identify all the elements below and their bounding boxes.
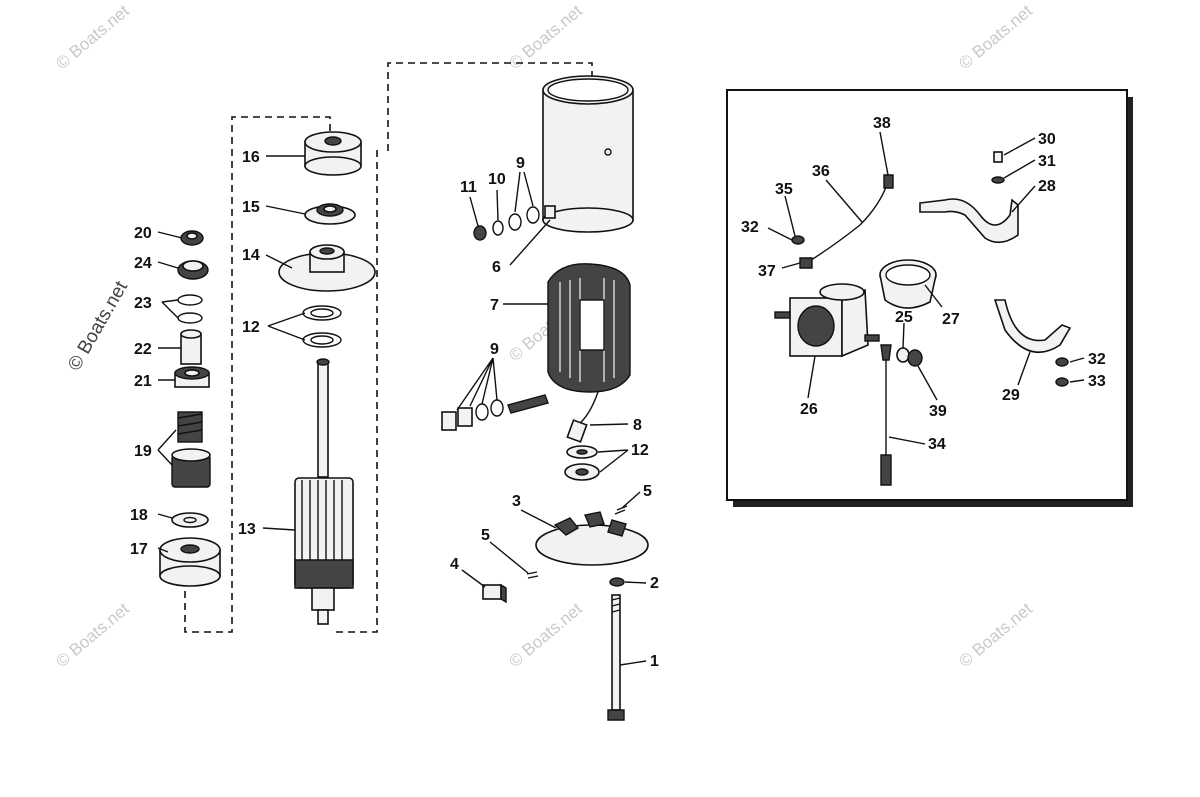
- callout-33: 33: [1088, 373, 1106, 390]
- part-23-rings: [177, 294, 203, 324]
- part-9-insulators: [441, 394, 549, 431]
- callout-28: 28: [1038, 178, 1056, 195]
- callout-29: 29: [1002, 387, 1020, 404]
- callout-25: 25: [895, 309, 913, 326]
- callout-6: 6: [492, 259, 501, 276]
- part-12-washers-lower: [564, 445, 600, 481]
- part-1-through-bolt: [607, 594, 625, 721]
- callout-15: 15: [242, 199, 260, 216]
- callout-17: 17: [130, 541, 148, 558]
- part-2-nut: [609, 577, 625, 587]
- part-16-cap: [304, 131, 362, 176]
- callout-7: 7: [490, 297, 499, 314]
- part-7-field-coils: [547, 263, 631, 393]
- part-34-cable: [880, 344, 892, 486]
- watermark-vertical: © Boats.net: [64, 277, 132, 374]
- callout-16: 16: [242, 149, 260, 166]
- leader-lines: [157, 131, 1085, 666]
- callout-5-upper: 5: [643, 483, 652, 500]
- part-30-31-screw: [991, 151, 1005, 184]
- callout-12-lower: 12: [631, 442, 649, 459]
- callout-19: 19: [134, 443, 152, 460]
- part-19-drive-gear: [171, 411, 211, 488]
- callout-32-right: 32: [1088, 351, 1106, 368]
- callout-21: 21: [134, 373, 152, 390]
- watermark: © Boats.net: [52, 599, 133, 671]
- part-6-frame: [542, 75, 634, 233]
- callout-9-upper: 9: [516, 155, 525, 172]
- part-28-bracket: [919, 198, 1019, 244]
- part-22-sleeve: [180, 329, 202, 365]
- part-38-36-37-cable: [799, 174, 894, 269]
- watermark: © Boats.net: [955, 1, 1036, 73]
- callout-1: 1: [650, 653, 659, 670]
- callout-36: 36: [812, 163, 830, 180]
- callout-32-left: 32: [741, 219, 759, 236]
- part-4-brush: [482, 583, 507, 604]
- part-14-end-plate: [278, 244, 376, 292]
- callout-27: 27: [942, 311, 960, 328]
- part-25-39-washers: [896, 347, 923, 367]
- part-20-nut: [180, 230, 204, 246]
- callout-3: 3: [512, 493, 521, 510]
- callout-14: 14: [242, 247, 260, 264]
- callout-38: 38: [873, 115, 891, 132]
- callout-labels: 20 24 23 22 21 19 18 17 16 15 14 12 13 1…: [130, 115, 1106, 670]
- part-12-washers-upper: [302, 305, 342, 348]
- part-21-bushing: [174, 366, 210, 388]
- callout-4: 4: [450, 556, 459, 573]
- watermark: © Boats.net: [955, 599, 1036, 671]
- part-32-33-nuts: [1055, 357, 1069, 387]
- callout-35: 35: [775, 181, 793, 198]
- part-3-brush-plate: [535, 511, 649, 566]
- part-35-32-nut: [791, 235, 805, 245]
- part-24-collar: [177, 260, 209, 280]
- callout-9-lower: 9: [490, 341, 499, 358]
- part-13-armature: [294, 358, 354, 625]
- callout-13: 13: [238, 521, 256, 538]
- part-9-11-terminal-hardware: [473, 205, 556, 241]
- watermark: © Boats.net: [505, 599, 586, 671]
- callout-2: 2: [650, 575, 659, 592]
- callout-5-lower: 5: [481, 527, 490, 544]
- callout-18: 18: [130, 507, 148, 524]
- callout-30: 30: [1038, 131, 1056, 148]
- callout-39: 39: [929, 403, 947, 420]
- part-8-lead: [566, 391, 599, 443]
- callout-12-upper: 12: [242, 319, 260, 336]
- callout-34: 34: [928, 436, 946, 453]
- callout-22: 22: [134, 341, 152, 358]
- watermark: © Boats.net: [52, 1, 133, 73]
- part-18-washer: [171, 512, 209, 528]
- part-17-stop-collar: [159, 537, 221, 587]
- part-29-bracket: [993, 299, 1072, 354]
- callout-31: 31: [1038, 153, 1056, 170]
- part-27-boot: [879, 259, 937, 309]
- callout-23: 23: [134, 295, 152, 312]
- callout-26: 26: [800, 401, 818, 418]
- callout-11: 11: [460, 179, 477, 196]
- part-26-solenoid: [774, 283, 880, 358]
- inset-panel: [726, 89, 1133, 507]
- callout-37: 37: [758, 263, 776, 280]
- callout-24: 24: [134, 255, 152, 272]
- callout-8: 8: [633, 417, 642, 434]
- callout-10: 10: [488, 171, 506, 188]
- part-15-bearing: [304, 203, 356, 225]
- callout-20: 20: [134, 225, 152, 242]
